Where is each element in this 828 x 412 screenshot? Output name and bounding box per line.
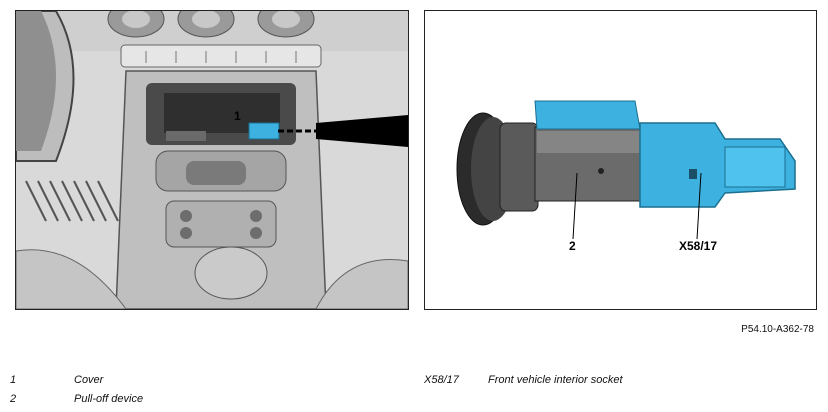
socket-drawing bbox=[456, 100, 796, 240]
socket-illustration: 2 X58/17 bbox=[424, 10, 817, 310]
legend-label-cover: Cover bbox=[74, 374, 104, 386]
callout-1: 1 bbox=[234, 109, 241, 123]
legend-label-pull-off-device: Pull-off device bbox=[74, 393, 144, 405]
console-drawing bbox=[16, 11, 408, 309]
console-illustration: 1 bbox=[15, 10, 409, 310]
callout-x58-17: X58/17 bbox=[679, 239, 718, 253]
legend-num-x58-17: X58/17 bbox=[424, 374, 459, 386]
legend-num-1: 1 bbox=[10, 374, 17, 386]
callout-2: 2 bbox=[569, 239, 576, 253]
figure-id: P54.10-A362-78 bbox=[741, 324, 814, 335]
legend-num-2: 2 bbox=[10, 393, 17, 405]
legend-label-socket: Front vehicle interior socket bbox=[488, 374, 623, 386]
